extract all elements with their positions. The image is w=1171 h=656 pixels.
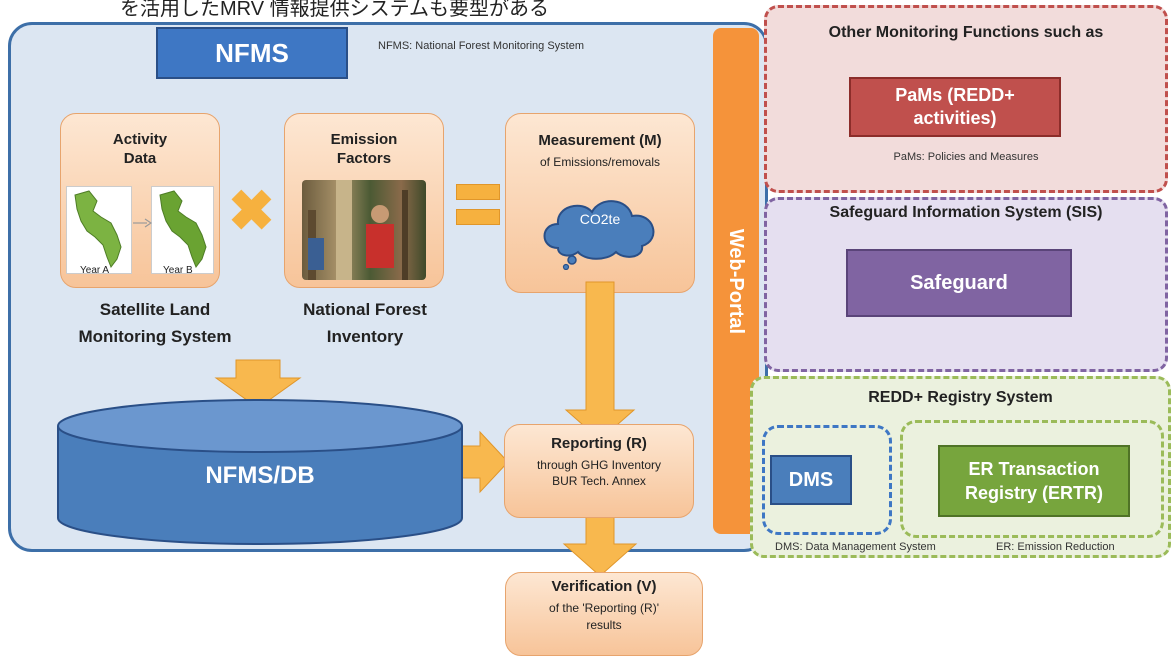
verification-subtitle: of the 'Reporting (R)' results bbox=[505, 600, 703, 634]
laos-map-icon bbox=[74, 190, 122, 269]
slms-caption: Satellite Land Monitoring System bbox=[60, 296, 250, 350]
verification-sub-line1: of the 'Reporting (R)' bbox=[549, 601, 659, 615]
registry-title: REDD+ Registry System bbox=[868, 389, 1053, 406]
ertr-outline bbox=[900, 420, 1164, 538]
nfi-line2: Inventory bbox=[326, 327, 404, 346]
web-portal-label: Web-Portal bbox=[725, 228, 748, 334]
database-label: NFMS/DB bbox=[205, 462, 315, 489]
nfi-line1: National Forest bbox=[303, 300, 427, 319]
year-b-label: Year B bbox=[163, 265, 193, 276]
pams-note: PaMs: Policies and Measures bbox=[893, 151, 1039, 163]
reporting-sub-line1: through GHG Inventory bbox=[536, 458, 662, 472]
emission-title-line2: Factors bbox=[336, 150, 392, 167]
verification-title: Verification (V) bbox=[551, 578, 657, 595]
nfi-caption: National Forest Inventory bbox=[270, 296, 460, 350]
reporting-subtitle: through GHG Inventory BUR Tech. Annex bbox=[504, 457, 694, 489]
measurement-subtitle: of Emissions/removals bbox=[539, 155, 661, 169]
multiply-icon: ✖ bbox=[228, 179, 275, 242]
measurement-title: Measurement (M) bbox=[538, 132, 662, 149]
sis-title: Safeguard Information System (SIS) bbox=[829, 204, 1103, 221]
forest-scene-icon bbox=[308, 180, 408, 280]
laos-map-icon bbox=[159, 190, 207, 269]
er-note: ER: Emission Reduction bbox=[996, 541, 1115, 553]
ertr-line1: ER Transaction bbox=[968, 459, 1100, 479]
nfms-title-box: NFMS bbox=[156, 27, 348, 79]
map-year-a bbox=[66, 186, 132, 274]
safeguard-label: Safeguard bbox=[910, 271, 1008, 294]
ertr-line2: Registry (ERTR) bbox=[964, 483, 1103, 503]
dms-outline bbox=[762, 425, 892, 535]
emission-factors-title: Emission Factors bbox=[284, 130, 444, 168]
pams-label: PaMs (REDD+ activities) bbox=[849, 77, 1061, 137]
pams-line1: PaMs (REDD+ bbox=[895, 85, 1015, 105]
year-a-label: Year A bbox=[80, 265, 110, 276]
map-year-b bbox=[151, 186, 214, 274]
pams-line2: activities) bbox=[913, 108, 997, 128]
reporting-sub-line2: BUR Tech. Annex bbox=[552, 474, 646, 488]
forest-inventory-photo bbox=[302, 180, 426, 280]
other-monitoring-title: Other Monitoring Functions such as bbox=[828, 24, 1104, 41]
reporting-title: Reporting (R) bbox=[551, 435, 647, 452]
nfms-note: NFMS: National Forest Monitoring System bbox=[378, 40, 585, 52]
safeguard-box bbox=[846, 249, 1072, 317]
top-caption: を活用したMRV 情報提供システムも要型がある bbox=[120, 0, 550, 20]
ertr-label: ER Transaction Registry (ERTR) bbox=[938, 445, 1130, 517]
dms-label: DMS bbox=[788, 468, 834, 491]
dms-box bbox=[770, 455, 852, 505]
ertr-box bbox=[938, 445, 1130, 517]
cloud-label: CO2te bbox=[579, 211, 621, 227]
verification-box bbox=[505, 572, 703, 656]
activity-data-title: Activity Data bbox=[60, 130, 220, 168]
slms-line1: Satellite Land bbox=[99, 300, 211, 319]
activity-title-line2: Data bbox=[123, 150, 157, 167]
verification-sub-line2: results bbox=[586, 618, 622, 632]
down-arrow-icon bbox=[214, 359, 302, 409]
arrow-right-icon bbox=[133, 218, 152, 228]
reporting-box bbox=[504, 424, 694, 518]
dms-note: DMS: Data Management System bbox=[775, 541, 936, 553]
equals-bar-top bbox=[456, 184, 500, 200]
emission-title-line1: Emission bbox=[330, 131, 398, 148]
slms-line2: Monitoring System bbox=[78, 327, 232, 346]
database-cylinder bbox=[57, 399, 463, 545]
cloud-icon bbox=[543, 200, 655, 270]
pams-box bbox=[849, 77, 1061, 137]
down-arrow-icon bbox=[564, 281, 636, 441]
down-arrow-icon bbox=[562, 513, 638, 577]
activity-title-line1: Activity bbox=[112, 131, 168, 148]
equals-bar-bottom bbox=[456, 209, 500, 225]
